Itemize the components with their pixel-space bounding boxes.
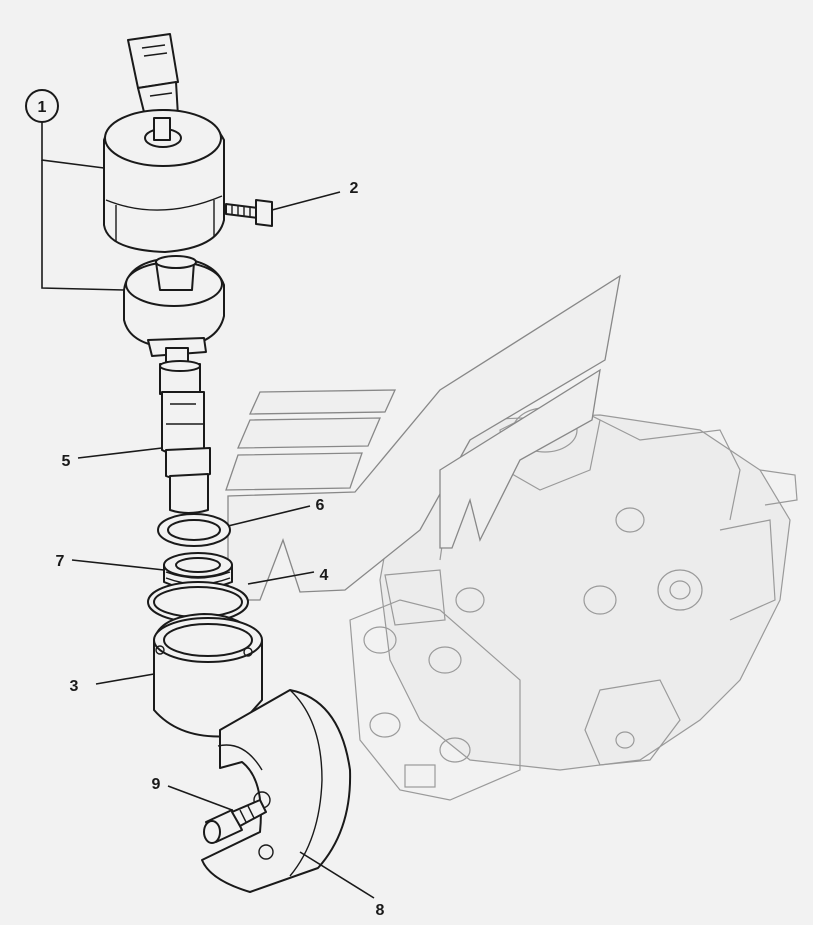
part-6-oring: [157, 513, 231, 547]
leader-9: [167, 785, 233, 811]
callout-3: 3: [70, 678, 79, 695]
callout-5: 5: [62, 453, 71, 470]
leader-5: [77, 447, 163, 459]
leader-6: [227, 505, 311, 527]
callout-7: 7: [56, 553, 65, 570]
callout-6: 6: [316, 497, 325, 514]
part-3-housing: [153, 613, 263, 738]
part-2-bolt: [225, 199, 273, 227]
leader-3: [95, 673, 155, 685]
callout-9: 9: [152, 776, 161, 793]
callouts: 1 2 3 4 5 6 7 8 9: [25, 89, 385, 919]
callout-1-circle: [25, 89, 59, 123]
part-4-large-oring: [147, 581, 249, 623]
watermark-logo: [225, 274, 621, 601]
part-9-cap-screw: [203, 799, 267, 844]
part-1-solenoid-upper: [103, 33, 225, 253]
leader-lines: [41, 120, 375, 899]
leader-4: [247, 571, 315, 585]
callout-1: 1: [38, 99, 47, 116]
callout-4: 4: [320, 567, 329, 584]
leader-8: [299, 851, 375, 899]
leader-2: [271, 191, 341, 211]
leader-1a: [41, 120, 105, 169]
part-1-solenoid-lower: [123, 255, 225, 363]
leader-1b: [41, 160, 125, 291]
leader-7: [71, 559, 165, 571]
callout-8: 8: [376, 902, 385, 919]
callout-2: 2: [350, 180, 359, 197]
part-5-plunger: [159, 360, 211, 514]
part-8-clamp: [201, 689, 352, 893]
